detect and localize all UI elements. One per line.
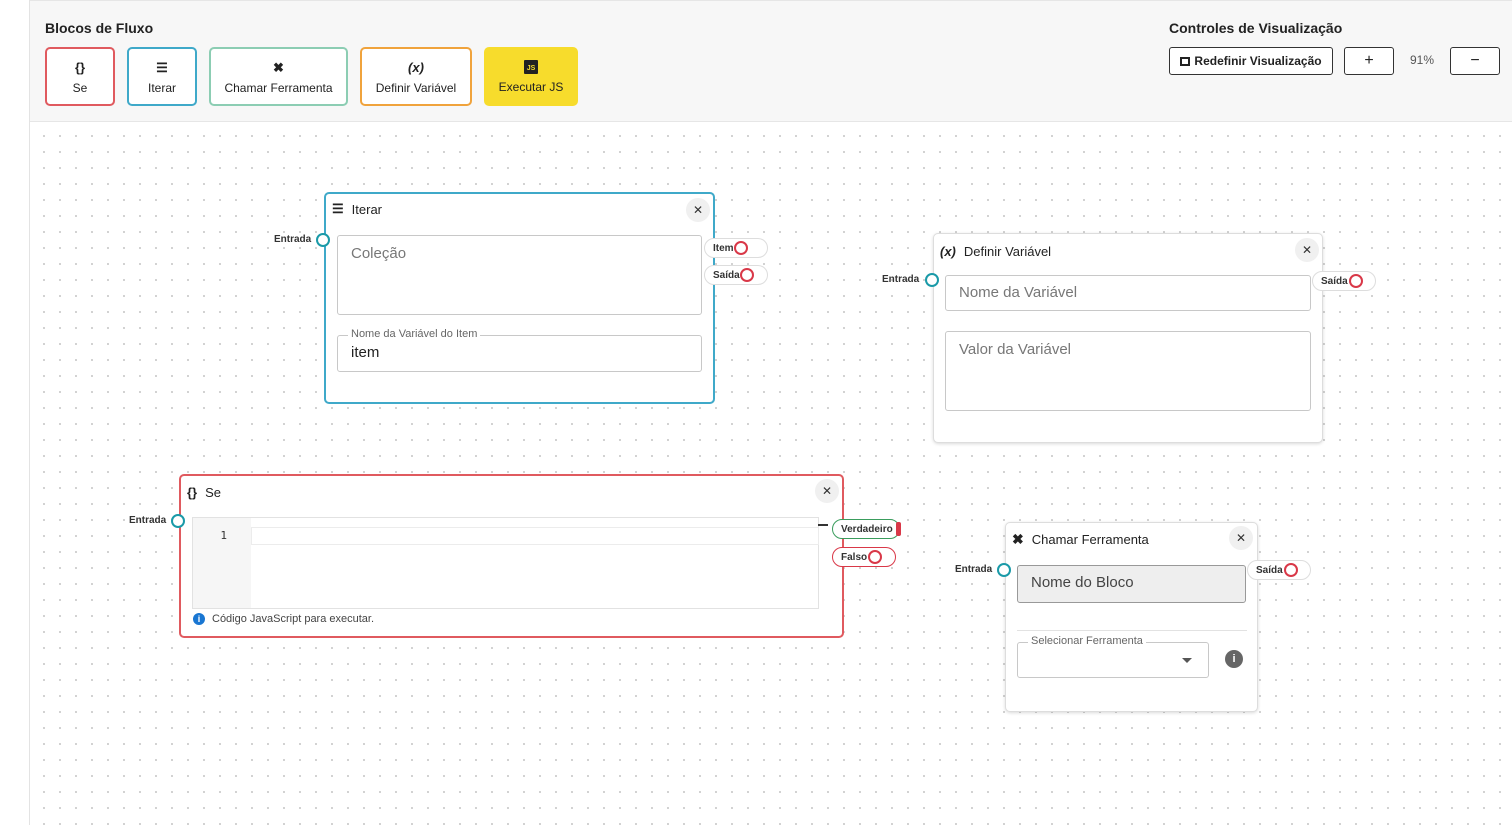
close-icon[interactable]: ✕ xyxy=(815,479,839,503)
se-node[interactable]: {} Se ✕ 1 i Código JavaScript para execu… xyxy=(179,474,844,638)
block-name-placeholder: Nome do Bloco xyxy=(1031,574,1134,591)
node-title: Definir Variável xyxy=(963,243,1052,259)
output-label: Item xyxy=(713,242,734,254)
add-executar-js-block-button[interactable]: JS Executar JS xyxy=(484,47,578,106)
zoom-level: 91% xyxy=(1409,53,1435,67)
output-label: Saída xyxy=(1256,564,1283,576)
close-icon[interactable]: ✕ xyxy=(686,198,710,222)
dash-marker xyxy=(818,524,828,526)
divider xyxy=(1017,630,1247,631)
item-variable-value: item xyxy=(351,344,380,361)
chamar-saida-port[interactable] xyxy=(1284,563,1298,577)
minus-icon: − xyxy=(1470,52,1480,69)
block-name-field[interactable]: Nome do Bloco xyxy=(1017,565,1246,603)
se-true-output: Verdadeiro xyxy=(832,519,900,539)
node-header[interactable]: (x) Definir Variável xyxy=(934,236,1322,266)
active-line xyxy=(251,527,819,545)
se-false-port[interactable] xyxy=(868,550,882,564)
tools-icon: ✖ xyxy=(1012,530,1024,547)
tool-select[interactable]: Selecionar Ferramenta xyxy=(1017,635,1209,678)
add-definir-variavel-block-button[interactable]: (x) Definir Variável xyxy=(360,47,472,106)
close-icon[interactable]: ✕ xyxy=(1295,238,1319,262)
output-label: Saída xyxy=(713,269,740,281)
line-number: 1 xyxy=(220,529,227,542)
code-editor[interactable]: 1 xyxy=(192,517,819,609)
block-label: Executar JS xyxy=(498,79,564,94)
node-header[interactable]: ✖ Chamar Ferramenta xyxy=(1006,524,1257,554)
javascript-icon: JS xyxy=(524,59,538,74)
definir-input-port[interactable] xyxy=(925,273,939,287)
list-icon: ☰ xyxy=(156,59,168,75)
add-se-block-button[interactable]: {} Se xyxy=(45,47,115,106)
collection-field[interactable]: Coleção xyxy=(337,235,702,315)
variable-icon: (x) xyxy=(940,243,956,259)
definir-variavel-node[interactable]: (x) Definir Variável ✕ Nome da Variável … xyxy=(933,233,1323,443)
input-port-label: Entrada xyxy=(274,234,312,245)
code-hint: i Código JavaScript para executar. xyxy=(193,613,374,625)
view-controls-title: Controles de Visualização xyxy=(1169,20,1343,36)
chamar-saida-output: Saída xyxy=(1247,560,1311,580)
flow-editor: Blocos de Fluxo {} Se ☰ Iterar ✖ Chamar … xyxy=(29,0,1512,825)
node-title: Se xyxy=(205,484,222,500)
node-title: Iterar xyxy=(351,201,382,217)
flow-canvas[interactable]: ☰ Iterar ✕ Coleção Nome da Variável do I… xyxy=(30,122,1512,825)
list-icon: ☰ xyxy=(332,201,344,216)
collection-placeholder: Coleção xyxy=(351,245,407,262)
braces-icon: {} xyxy=(187,484,198,500)
add-chamar-ferramenta-block-button[interactable]: ✖ Chamar Ferramenta xyxy=(209,47,348,106)
toolbar: Blocos de Fluxo {} Se ☰ Iterar ✖ Chamar … xyxy=(30,0,1512,122)
iterar-item-port[interactable] xyxy=(734,241,748,255)
block-label: Iterar xyxy=(147,80,176,95)
info-icon: i xyxy=(193,613,205,625)
se-false-output: Falso xyxy=(832,547,896,567)
item-variable-legend: Nome da Variável do Item xyxy=(348,328,481,340)
definir-saida-port[interactable] xyxy=(1349,274,1363,288)
input-port-label: Entrada xyxy=(129,515,167,526)
item-variable-field[interactable]: Nome da Variável do Item item xyxy=(337,328,702,372)
info-icon[interactable]: i xyxy=(1225,650,1243,668)
close-icon[interactable]: ✕ xyxy=(1229,526,1253,550)
iterar-saida-port[interactable] xyxy=(740,268,754,282)
iterar-input-port[interactable] xyxy=(316,233,330,247)
input-port-label: Entrada xyxy=(882,274,920,285)
zoom-in-button[interactable]: + xyxy=(1344,47,1394,75)
tools-icon: ✖ xyxy=(273,59,284,75)
block-label: Definir Variável xyxy=(375,80,457,95)
se-input-port[interactable] xyxy=(171,514,185,528)
se-true-port[interactable] xyxy=(896,522,901,536)
tool-select-legend: Selecionar Ferramenta xyxy=(1028,635,1146,647)
definir-saida-output: Saída xyxy=(1312,271,1376,291)
editor-gutter: 1 xyxy=(193,518,251,608)
variable-name-field[interactable]: Nome da Variável xyxy=(945,275,1311,311)
chamar-ferramenta-node[interactable]: ✖ Chamar Ferramenta ✕ Nome do Bloco Sele… xyxy=(1005,522,1258,712)
chamar-input-port[interactable] xyxy=(997,563,1011,577)
block-label: Chamar Ferramenta xyxy=(224,80,333,95)
plus-icon: + xyxy=(1364,52,1374,69)
block-label: Se xyxy=(72,80,88,95)
variable-name-placeholder: Nome da Variável xyxy=(959,284,1078,301)
braces-icon: {} xyxy=(74,59,86,75)
variable-value-placeholder: Valor da Variável xyxy=(959,341,1072,358)
iterar-node[interactable]: ☰ Iterar ✕ Coleção Nome da Variável do I… xyxy=(324,192,715,404)
add-iterar-block-button[interactable]: ☰ Iterar xyxy=(127,47,197,106)
reset-view-button[interactable]: Redefinir Visualização xyxy=(1169,47,1333,75)
variable-value-field[interactable]: Valor da Variável xyxy=(945,331,1311,411)
blocks-title: Blocos de Fluxo xyxy=(45,20,154,36)
reset-view-label: Redefinir Visualização xyxy=(1194,54,1322,68)
variable-icon: (x) xyxy=(408,59,424,75)
node-header[interactable]: {} Se xyxy=(181,477,842,507)
iterar-saida-output: Saída xyxy=(704,265,768,285)
hint-text: Código JavaScript para executar. xyxy=(212,613,375,625)
node-title: Chamar Ferramenta xyxy=(1031,531,1149,547)
input-port-label: Entrada xyxy=(955,564,993,575)
output-label: Falso xyxy=(841,551,868,563)
chevron-down-icon xyxy=(1182,658,1192,663)
node-header[interactable]: ☰ Iterar xyxy=(326,194,713,224)
zoom-out-button[interactable]: − xyxy=(1450,47,1500,75)
output-label: Verdadeiro xyxy=(841,523,893,535)
output-label: Saída xyxy=(1321,275,1348,287)
fit-screen-icon xyxy=(1180,56,1191,66)
